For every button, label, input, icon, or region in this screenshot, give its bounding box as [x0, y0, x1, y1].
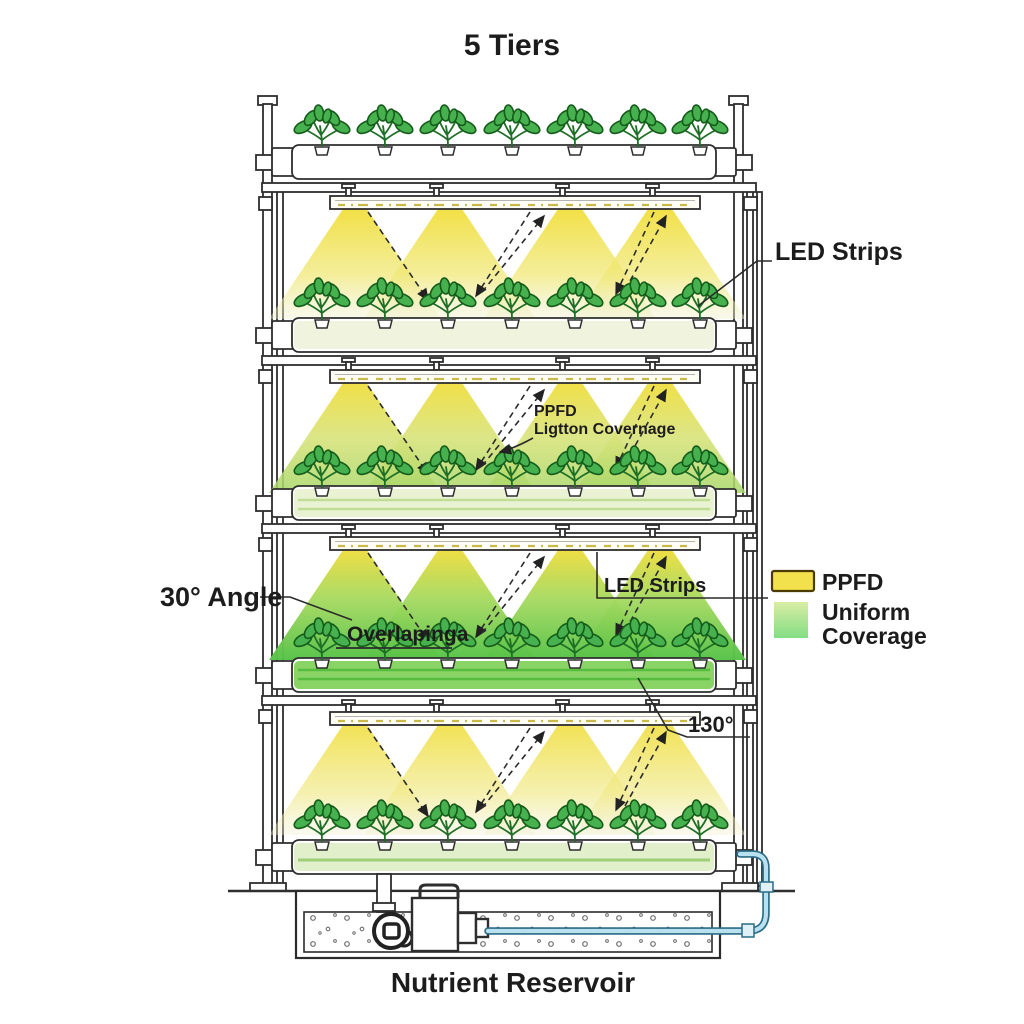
channel-tint-4 — [294, 661, 714, 689]
led-strips-mid-callout — [596, 552, 768, 599]
drain-pipe-collar — [372, 902, 396, 912]
angle-leader — [260, 596, 353, 621]
frame-post-left-inner — [276, 184, 284, 887]
page-title: 5 Tiers — [464, 29, 560, 62]
tier-1 — [255, 104, 753, 180]
ppfd-label-line2: Ligtton Covernage — [534, 421, 675, 438]
frame-post-left-outer — [262, 103, 273, 887]
reservoir-label: Nutrient Reservoir — [391, 967, 635, 998]
pump-impeller — [372, 912, 414, 950]
legend: PPFD Uniform Coverage — [770, 569, 927, 649]
legend-swatch-uniform — [774, 602, 808, 638]
tube-fitting-riser — [759, 881, 774, 893]
channel-tint-3 — [294, 489, 714, 517]
rack-frame — [228, 95, 795, 893]
angle-label: 30° Angle — [160, 582, 282, 612]
tier-5 — [255, 799, 753, 875]
shelf-1 — [261, 182, 757, 193]
pump-body — [410, 883, 490, 953]
ppfd-leader — [498, 437, 534, 455]
legend-label-ppfd: PPFD — [822, 569, 883, 595]
led-strips-mid-label: LED Strips — [604, 575, 706, 597]
frame-joints — [258, 196, 758, 724]
shelf-4 — [261, 695, 757, 706]
led-strips-top-leader — [697, 260, 772, 307]
beam-angle-label: 130° — [688, 712, 734, 737]
nutrient-tube — [484, 850, 774, 938]
tier-4 — [255, 617, 753, 693]
channel-tint-2 — [294, 321, 714, 349]
tube-fitting-elbow — [741, 923, 755, 938]
callout-lines — [260, 260, 772, 738]
light-cones-bar2 — [269, 383, 746, 493]
channel-tint-5 — [294, 843, 714, 871]
tier-2 — [255, 277, 753, 353]
legend-label-uniform-2: Coverage — [822, 623, 927, 649]
shelf-2 — [261, 355, 757, 366]
frame-post-right-mid — [746, 184, 754, 887]
legend-swatch-ppfd — [770, 569, 816, 593]
beam-angle-leader — [637, 677, 750, 738]
tier-3 — [255, 445, 753, 521]
reservoir-assembly — [294, 850, 774, 960]
ppfd-label-line1: PPFD — [534, 403, 577, 420]
led-strips-top-label: LED Strips — [775, 238, 903, 266]
shelf-3 — [261, 523, 757, 534]
legend-label-uniform-1: Uniform — [822, 599, 910, 625]
overlapping-label: Overlapinga — [347, 623, 469, 646]
